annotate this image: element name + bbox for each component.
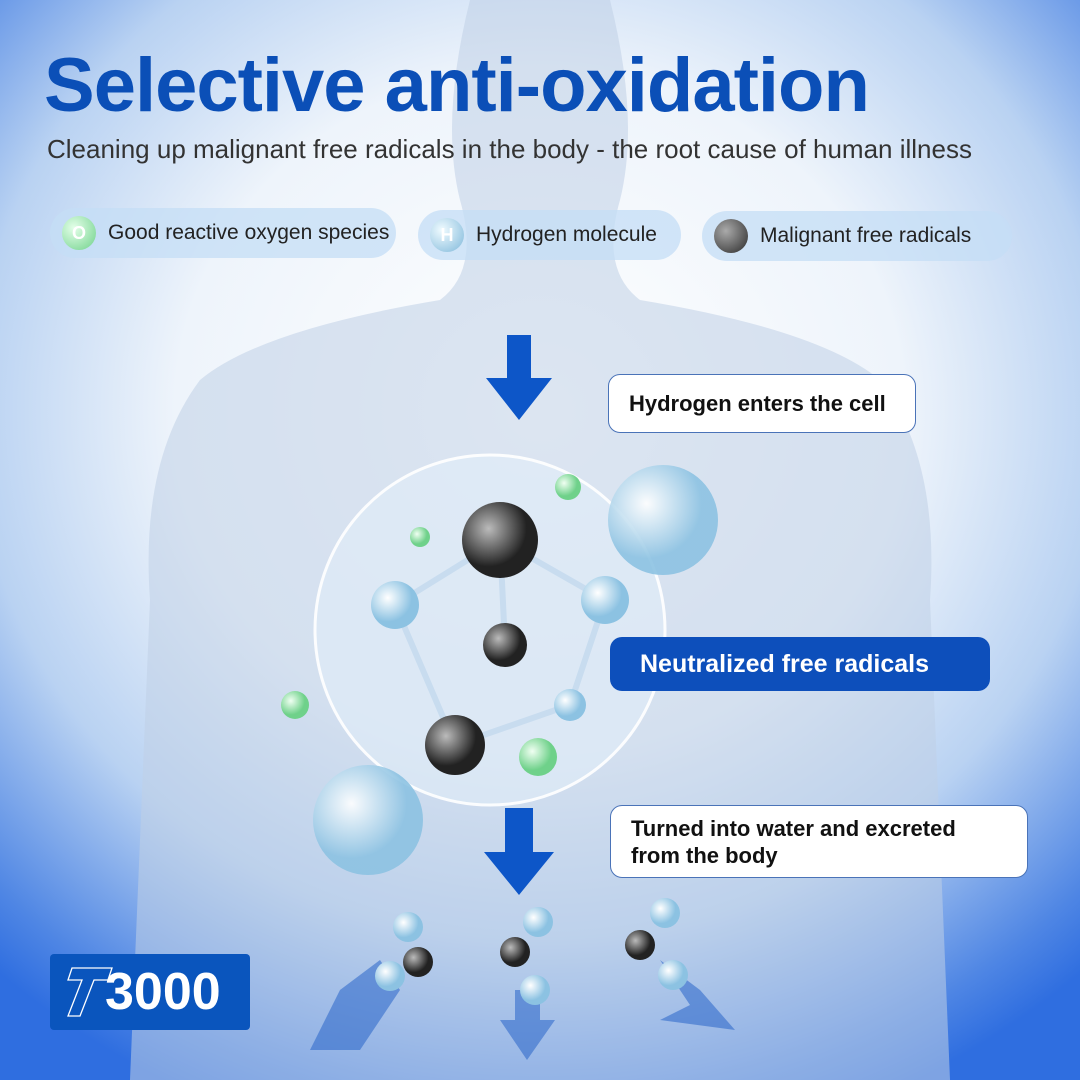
page-title: Selective anti-oxidation bbox=[44, 43, 870, 128]
step-excreted: Turned into water and excreted from the … bbox=[610, 805, 1028, 878]
legend-hydrogen: H Hydrogen molecule bbox=[418, 210, 681, 260]
subtitle: Cleaning up malignant free radicals in t… bbox=[47, 134, 972, 164]
free-radical-icon bbox=[714, 219, 748, 253]
legend-label: Malignant free radicals bbox=[760, 224, 972, 247]
logo-number: 3000 bbox=[105, 963, 221, 1021]
logo-t-outline bbox=[67, 967, 113, 1017]
oxygen-icon: O bbox=[62, 216, 96, 250]
legend-free-radicals: Malignant free radicals bbox=[702, 211, 1012, 261]
step-neutralized: Neutralized free radicals bbox=[610, 637, 990, 691]
down-arrow-top bbox=[486, 335, 552, 420]
down-arrow-bottom bbox=[484, 808, 554, 895]
step-hydrogen-enters: Hydrogen enters the cell bbox=[608, 374, 916, 433]
legend-label: Good reactive oxygen species bbox=[108, 221, 390, 244]
legend-oxygen: O Good reactive oxygen species bbox=[50, 208, 396, 258]
legend-label: Hydrogen molecule bbox=[476, 223, 657, 246]
water-molecules bbox=[375, 898, 688, 1005]
molecule-atoms bbox=[281, 465, 718, 875]
hydrogen-icon: H bbox=[430, 218, 464, 252]
brand-logo: 3000 bbox=[50, 954, 250, 1030]
